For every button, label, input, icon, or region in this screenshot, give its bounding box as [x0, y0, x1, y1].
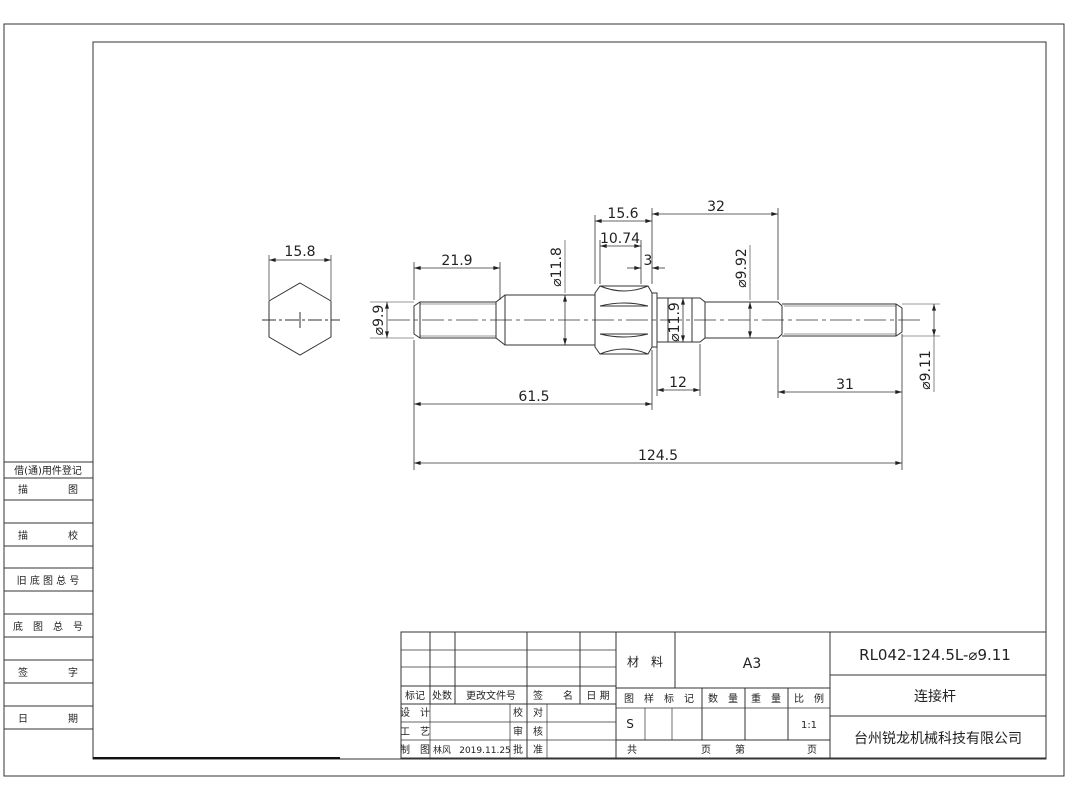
side-row-old-number: 旧 底 图 总 号 [17, 574, 80, 587]
dim-d9-11: ⌀9.11 [918, 350, 934, 390]
part-name: 连接杆 [914, 688, 956, 705]
stage-marks-label: 图 样 标 记 [624, 692, 694, 705]
dim-3: 3 [644, 253, 653, 269]
dim-21-9: 21.9 [441, 253, 472, 269]
revision-header-mark: 标记 [405, 690, 425, 702]
dim-d9-92: ⌀9.92 [734, 248, 750, 288]
title-block-grid [400, 631, 1047, 759]
dim-d11-9: ⌀11.9 [667, 302, 683, 342]
dim-d9-9: ⌀9.9 [371, 305, 387, 336]
scale-value: 1:1 [801, 720, 817, 731]
sheet-label: 第 [735, 743, 745, 756]
approve-label: 批 准 [513, 743, 543, 756]
outer-border [3, 23, 1065, 777]
drawing-number: RL042-124.5L-⌀9.11 [859, 646, 1011, 664]
shaft-side-view [388, 285, 922, 355]
dim-hex-width: 15.8 [284, 244, 315, 260]
revision-header-signature: 签 名 [533, 689, 573, 702]
process-label: 工 艺 [400, 726, 430, 738]
side-row-date: 日 期 [18, 713, 78, 725]
dim-32: 32 [707, 199, 725, 215]
side-registration-panel [4, 461, 93, 730]
check-label: 校 对 [513, 706, 543, 719]
quantity-label: 数 量 [708, 692, 738, 705]
side-row-signature: 签 字 [18, 666, 78, 679]
drafting-date: 2019.11.25 [459, 746, 511, 756]
dim-10-74: 10.74 [600, 231, 640, 247]
side-panel-title: 借(通)用件登记 [14, 464, 82, 477]
dim-12: 12 [669, 375, 687, 391]
side-row-base-number: 底 图 总 号 [13, 620, 83, 633]
revision-header-change-doc: 更改文件号 [466, 689, 516, 702]
revision-header-zone: 处数 [432, 689, 452, 702]
dimension-lines [370, 208, 940, 470]
side-row-trace-check: 描 校 [18, 529, 78, 542]
weight-label: 重 量 [751, 692, 781, 705]
design-label: 设 计 [400, 706, 430, 719]
pages-label: 页 [701, 744, 711, 756]
company-name: 台州锐龙机械科技有限公司 [854, 731, 1022, 747]
dim-124-5: 124.5 [638, 448, 678, 464]
side-row-draw: 描 图 [18, 483, 78, 496]
review-label: 审 核 [513, 725, 543, 738]
drafting-label: 制 图 [400, 743, 430, 756]
stage-value: S [626, 717, 634, 731]
dim-31: 31 [836, 377, 854, 393]
dim-61-5: 61.5 [518, 389, 549, 405]
material-value: A3 [743, 656, 761, 672]
hex-end-view [262, 255, 340, 356]
drafter-name: 林风 [433, 744, 451, 756]
total-label: 共 [627, 744, 637, 756]
revision-header-date: 日 期 [586, 690, 609, 702]
scale-label: 比 例 [794, 692, 824, 705]
dim-d11-8: ⌀11.8 [549, 247, 565, 287]
sheet-pages-label: 页 [807, 744, 817, 756]
material-label: 材 料 [627, 655, 663, 669]
dim-15-6: 15.6 [607, 206, 638, 222]
drawing-frame [92, 41, 1047, 760]
